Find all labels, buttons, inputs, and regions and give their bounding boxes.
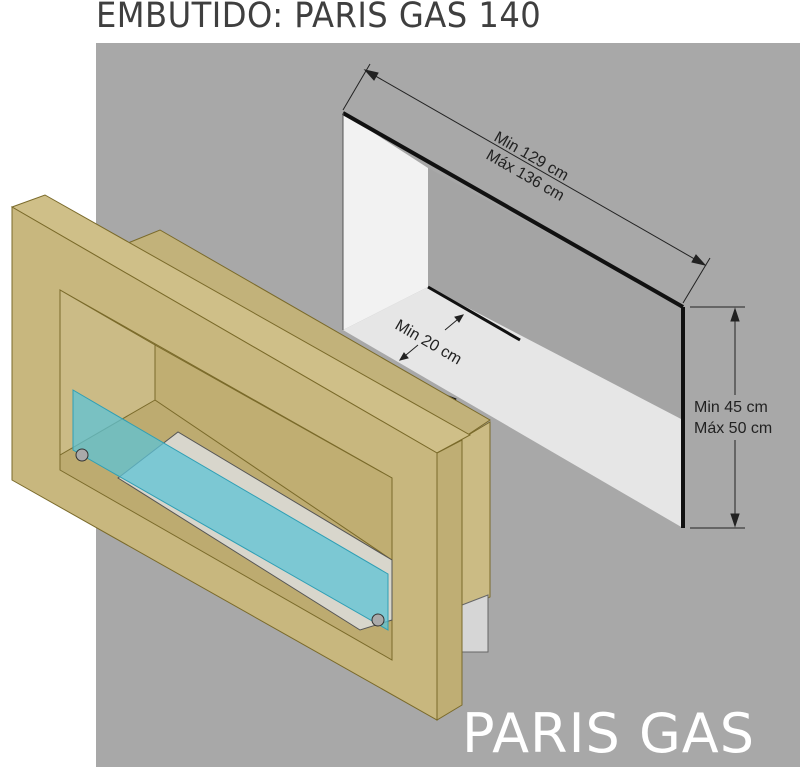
niche-back-wall <box>428 168 683 420</box>
glass-screen <box>72 389 389 631</box>
fireplace-casing-side <box>459 421 491 613</box>
glass-bracket-right <box>371 613 385 627</box>
wall-niche <box>342 111 685 528</box>
burner-box-under <box>461 594 489 653</box>
frame-side-edge <box>436 439 463 721</box>
fireplace <box>10 194 491 721</box>
glass-bracket-left <box>75 448 89 462</box>
niche-floor <box>343 287 683 528</box>
page-title: EMBUTIDO: PARIS GAS 140 <box>96 0 542 36</box>
dimension-depth <box>398 314 465 361</box>
niche-side-wall <box>343 113 428 330</box>
dimension-height <box>690 306 745 529</box>
brand-label: PARIS GAS <box>462 702 755 765</box>
height-min-label: Min 45 cm <box>694 399 768 416</box>
height-max-label: Máx 50 cm <box>694 420 772 437</box>
dimension-width <box>342 63 711 304</box>
